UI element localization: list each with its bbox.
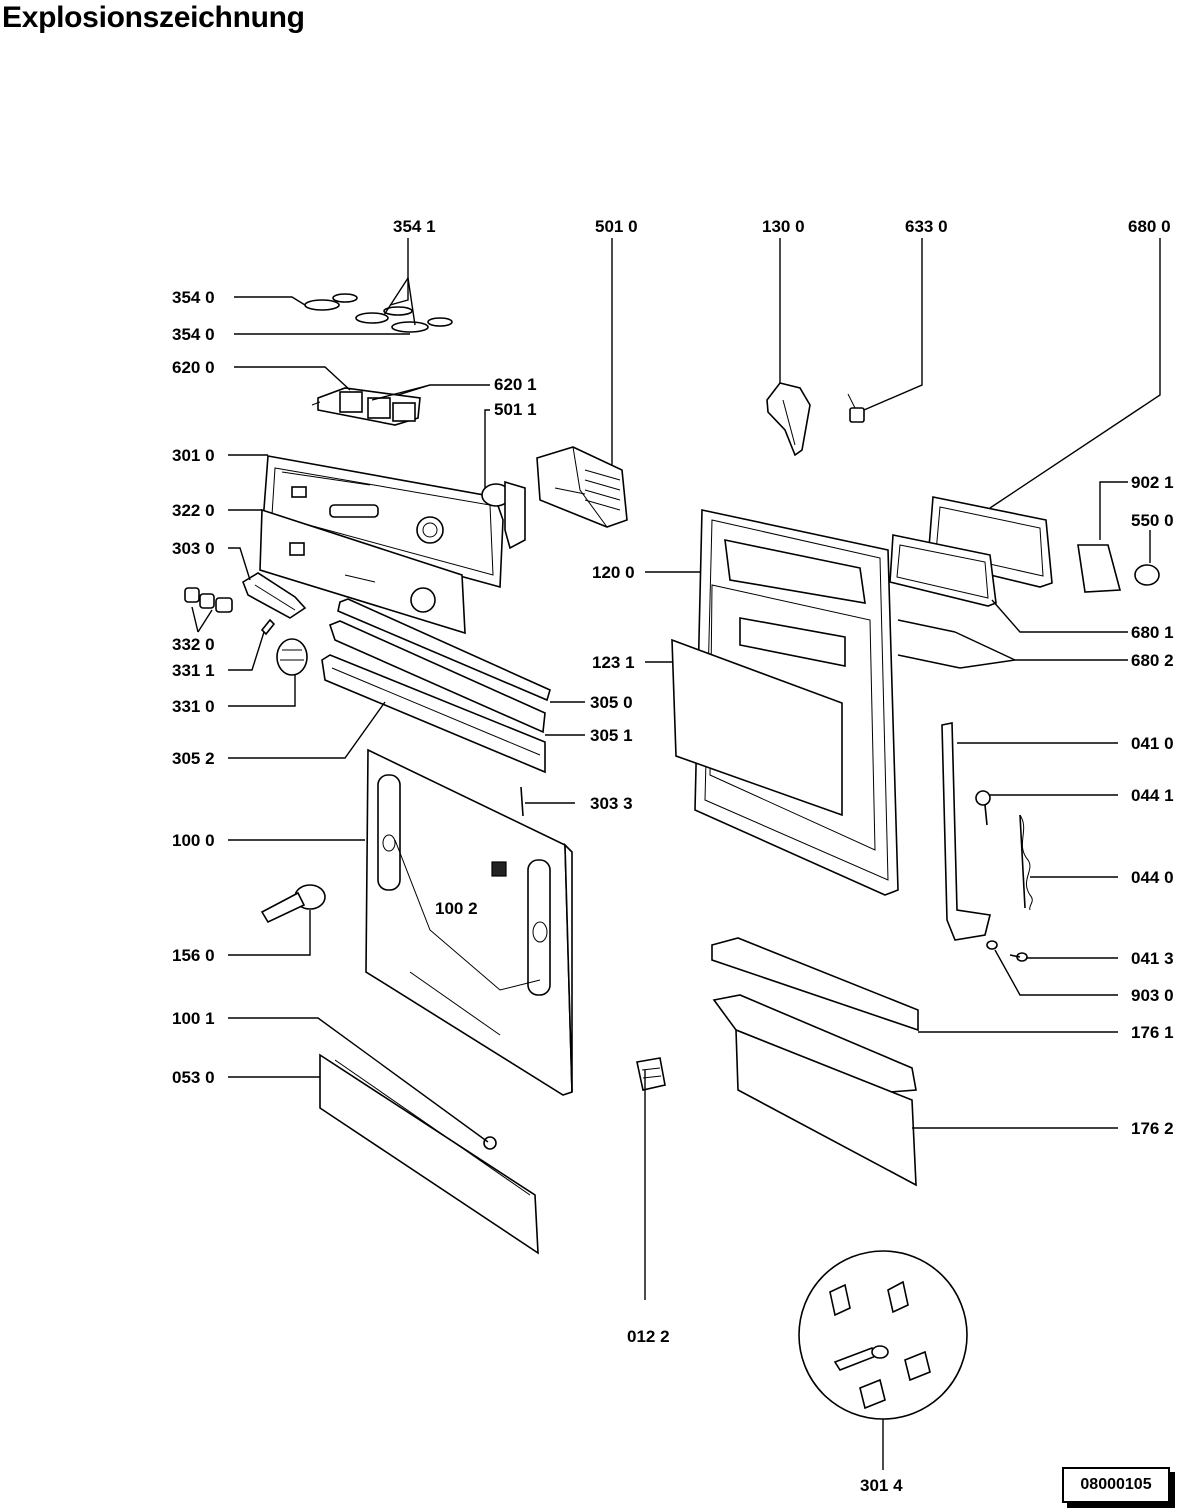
- doc-number: 08000105: [1080, 1476, 1152, 1493]
- label-044-0: 044 0: [1131, 868, 1174, 887]
- leader-lines: [191, 238, 1161, 1470]
- label-501-0: 501 0: [595, 217, 638, 236]
- hinge-arm-041: [941, 722, 991, 941]
- label-354-1: 354 1: [393, 217, 436, 236]
- screw-041-3: [986, 940, 1028, 962]
- label-301-0: 301 0: [172, 446, 215, 465]
- part-633: [847, 393, 865, 423]
- label-130-0: 130 0: [762, 217, 805, 236]
- label-332-0: 332 0: [172, 635, 215, 654]
- label-156-0: 156 0: [172, 946, 215, 965]
- label-123-1: 123 1: [592, 653, 635, 672]
- label-633-0: 633 0: [905, 217, 948, 236]
- label-354-0-a: 354 0: [172, 288, 215, 307]
- seal-680: [889, 496, 1053, 607]
- label-305-1: 305 1: [590, 726, 633, 745]
- label-680-2: 680 2: [1131, 651, 1174, 670]
- switch-part-354: [304, 293, 453, 333]
- label-041-3: 041 3: [1131, 949, 1174, 968]
- bracket-501-1: [481, 480, 526, 550]
- label-176-2: 176 2: [1131, 1119, 1174, 1138]
- strips-305: [321, 598, 551, 774]
- label-903-0: 903 0: [1131, 986, 1174, 1005]
- label-301-4: 301 4: [860, 1476, 903, 1495]
- label-680-0: 680 0: [1128, 217, 1171, 236]
- spring-044: [1019, 814, 1033, 911]
- handle-303: [242, 572, 307, 619]
- knob-331: [276, 638, 308, 676]
- label-053-0: 053 0: [172, 1068, 215, 1087]
- label-303-3: 303 3: [590, 794, 633, 813]
- rods-680-2: [897, 619, 961, 669]
- label-501-1: 501 1: [494, 400, 537, 419]
- label-041-0: 041 0: [1131, 734, 1174, 753]
- label-322-0: 322 0: [172, 501, 215, 520]
- label-620-1: 620 1: [494, 375, 537, 394]
- part-550: [1134, 564, 1160, 586]
- label-305-0: 305 0: [590, 693, 633, 712]
- page-title: Explosionszeichnung: [2, 1, 305, 34]
- part-044-1: [975, 790, 991, 826]
- label-902-1: 902 1: [1131, 473, 1174, 492]
- panel-123: [671, 638, 843, 817]
- label-331-0: 331 0: [172, 697, 215, 716]
- base-plate-053: [319, 1053, 539, 1255]
- bracket-902: [1077, 544, 1122, 593]
- label-100-0: 100 0: [172, 831, 215, 850]
- plinth-176: [711, 937, 919, 1187]
- label-303-0: 303 0: [172, 539, 215, 558]
- label-620-0: 620 0: [172, 358, 215, 377]
- lock-156: [260, 884, 326, 924]
- part-labels: 354 1 501 0 130 0 633 0 680 0 354 0 354 …: [172, 217, 1174, 1495]
- doc-number-box: 08000105: [1062, 1467, 1170, 1503]
- control-panel-301: [262, 455, 504, 589]
- label-176-1: 176 1: [1131, 1023, 1174, 1042]
- hinge-012: [636, 1057, 666, 1091]
- label-354-0-b: 354 0: [172, 325, 215, 344]
- latch-130: [766, 382, 811, 457]
- label-680-1: 680 1: [1131, 623, 1174, 642]
- label-100-1: 100 1: [172, 1009, 215, 1028]
- label-305-2: 305 2: [172, 749, 215, 768]
- label-100-2: 100 2: [435, 899, 478, 918]
- pin-331-1: [260, 618, 276, 636]
- outer-door-100: [365, 748, 573, 1096]
- label-550-0: 550 0: [1131, 511, 1174, 530]
- label-012-2: 012 2: [627, 1327, 670, 1346]
- label-120-0: 120 0: [592, 563, 635, 582]
- detail-circle-301-4: [798, 1250, 968, 1420]
- module-501: [536, 446, 628, 528]
- label-044-1: 044 1: [1131, 786, 1174, 805]
- label-331-1: 331 1: [172, 661, 215, 680]
- knobs-332: [184, 587, 233, 613]
- screw-303-3: [520, 786, 524, 817]
- inner-plate-322: [259, 508, 466, 635]
